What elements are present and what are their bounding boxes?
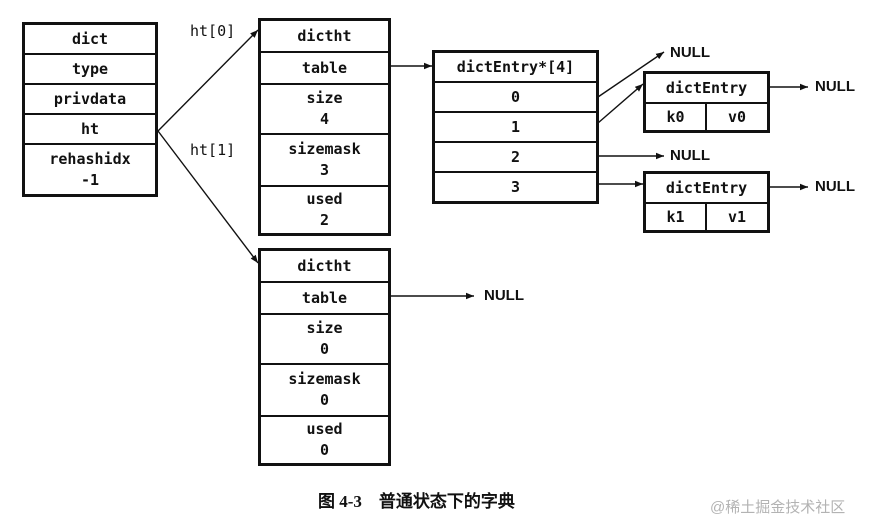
- ht0-label: ht[0]: [190, 22, 236, 40]
- dict-privdata-field: privdata: [53, 89, 127, 108]
- ht1-title-cell: dictht: [260, 250, 389, 282]
- dict-cell-privdata: privdata: [24, 84, 156, 114]
- ht1-label: ht[1]: [190, 141, 236, 159]
- dict-entry-1-title: dictEntry: [665, 178, 748, 197]
- ht0-sizemask-value: 3: [319, 161, 330, 179]
- figure-caption: 图 4-3 普通状态下的字典: [318, 492, 515, 511]
- null-entry-1-next: NULL: [815, 178, 855, 195]
- ht1-sizemask-cell: sizemask 0: [260, 364, 389, 416]
- null-ht1-table: NULL: [484, 287, 524, 304]
- dict-cell-rehashidx: rehashidx -1: [24, 144, 156, 195]
- dict-entry-1-value: v1: [727, 207, 747, 226]
- dict-entry-0-title-cell: dictEntry: [645, 73, 768, 103]
- ht0-title-cell: dictht: [260, 20, 389, 52]
- ht1-used-value: 0: [319, 441, 330, 459]
- ht0-title: dictht: [297, 26, 352, 45]
- ht0-sizemask-label: sizemask: [288, 140, 361, 158]
- ht0-sizemask-cell: sizemask 3: [260, 134, 389, 186]
- null-slot-0: NULL: [670, 44, 710, 61]
- ht0-used-value: 2: [319, 211, 330, 229]
- arrow-ht1: [157, 130, 259, 264]
- bucket-array-title: dictEntry*[4]: [456, 57, 575, 76]
- dict-entry-1-key-cell: k1: [645, 203, 706, 231]
- dict-rehashidx-label: rehashidx: [49, 149, 131, 168]
- bucket-slot-1: 1: [434, 112, 597, 142]
- dict-entry-1: dictEntry k1 v1: [643, 171, 770, 233]
- dict-entry-0-value-cell: v0: [706, 103, 768, 131]
- bucket-slot-3: 3: [434, 172, 597, 202]
- ht0-used-label: used: [306, 190, 343, 208]
- ht0-used-cell: used 2: [260, 186, 389, 234]
- dict-entry-1-value-cell: v1: [706, 203, 768, 231]
- dict-cell-ht: ht: [24, 114, 156, 144]
- ht0-table-cell: table: [260, 52, 389, 84]
- dict-entry-0-key-cell: k0: [645, 103, 706, 131]
- bucket-slot-2-index: 2: [510, 147, 521, 166]
- dict-entry-0-title: dictEntry: [665, 78, 748, 97]
- ht1-table-cell: table: [260, 282, 389, 314]
- ht0-size-label: size: [306, 89, 343, 107]
- null-slot-2: NULL: [670, 147, 710, 164]
- dict-entry-1-title-cell: dictEntry: [645, 173, 768, 203]
- dict-struct: dict type privdata ht rehashidx -1: [22, 22, 158, 197]
- bucket-slot-2: 2: [434, 142, 597, 172]
- bucket-slot-0: 0: [434, 82, 597, 112]
- ht0-size-cell: size 4: [260, 84, 389, 134]
- bucket-array-title-cell: dictEntry*[4]: [434, 52, 597, 82]
- dict-rehashidx-value: -1: [80, 170, 100, 189]
- ht0-size-value: 4: [319, 110, 330, 128]
- dict-entry-0-value: v0: [727, 107, 747, 126]
- dict-type-field: type: [71, 59, 109, 78]
- bucket-slot-1-index: 1: [510, 117, 521, 136]
- dict-entry-0: dictEntry k0 v0: [643, 71, 770, 133]
- ht1-size-value: 0: [319, 340, 330, 358]
- dict-cell-type: type: [24, 54, 156, 84]
- ht1-sizemask-label: sizemask: [288, 370, 361, 388]
- ht0-dictht: dictht table size 4 sizemask 3 used 2: [258, 18, 391, 236]
- ht1-used-cell: used 0: [260, 416, 389, 464]
- dict-ht-field: ht: [80, 119, 100, 138]
- ht1-size-cell: size 0: [260, 314, 389, 364]
- dict-cell-name: dict: [24, 24, 156, 54]
- ht1-sizemask-value: 0: [319, 391, 330, 409]
- bucket-array: dictEntry*[4] 0 1 2 3: [432, 50, 599, 204]
- ht0-table: table: [301, 58, 348, 77]
- null-entry-0-next: NULL: [815, 78, 855, 95]
- dict-name: dict: [71, 29, 109, 48]
- ht1-title: dictht: [297, 256, 352, 275]
- ht1-used-label: used: [306, 420, 343, 438]
- dict-entry-1-key: k1: [666, 207, 685, 226]
- ht1-dictht: dictht table size 0 sizemask 0 used 0: [258, 248, 391, 466]
- arrow-slot1-entry0: [597, 83, 644, 124]
- ht1-size-label: size: [306, 319, 343, 337]
- bucket-slot-3-index: 3: [510, 177, 521, 196]
- bucket-slot-0-index: 0: [510, 87, 521, 106]
- watermark: @稀土掘金技术社区: [710, 499, 846, 516]
- ht1-table: table: [301, 288, 348, 307]
- arrow-ht0: [157, 29, 259, 132]
- arrow-slot0-null: [597, 51, 665, 98]
- dict-entry-0-key: k0: [666, 107, 685, 126]
